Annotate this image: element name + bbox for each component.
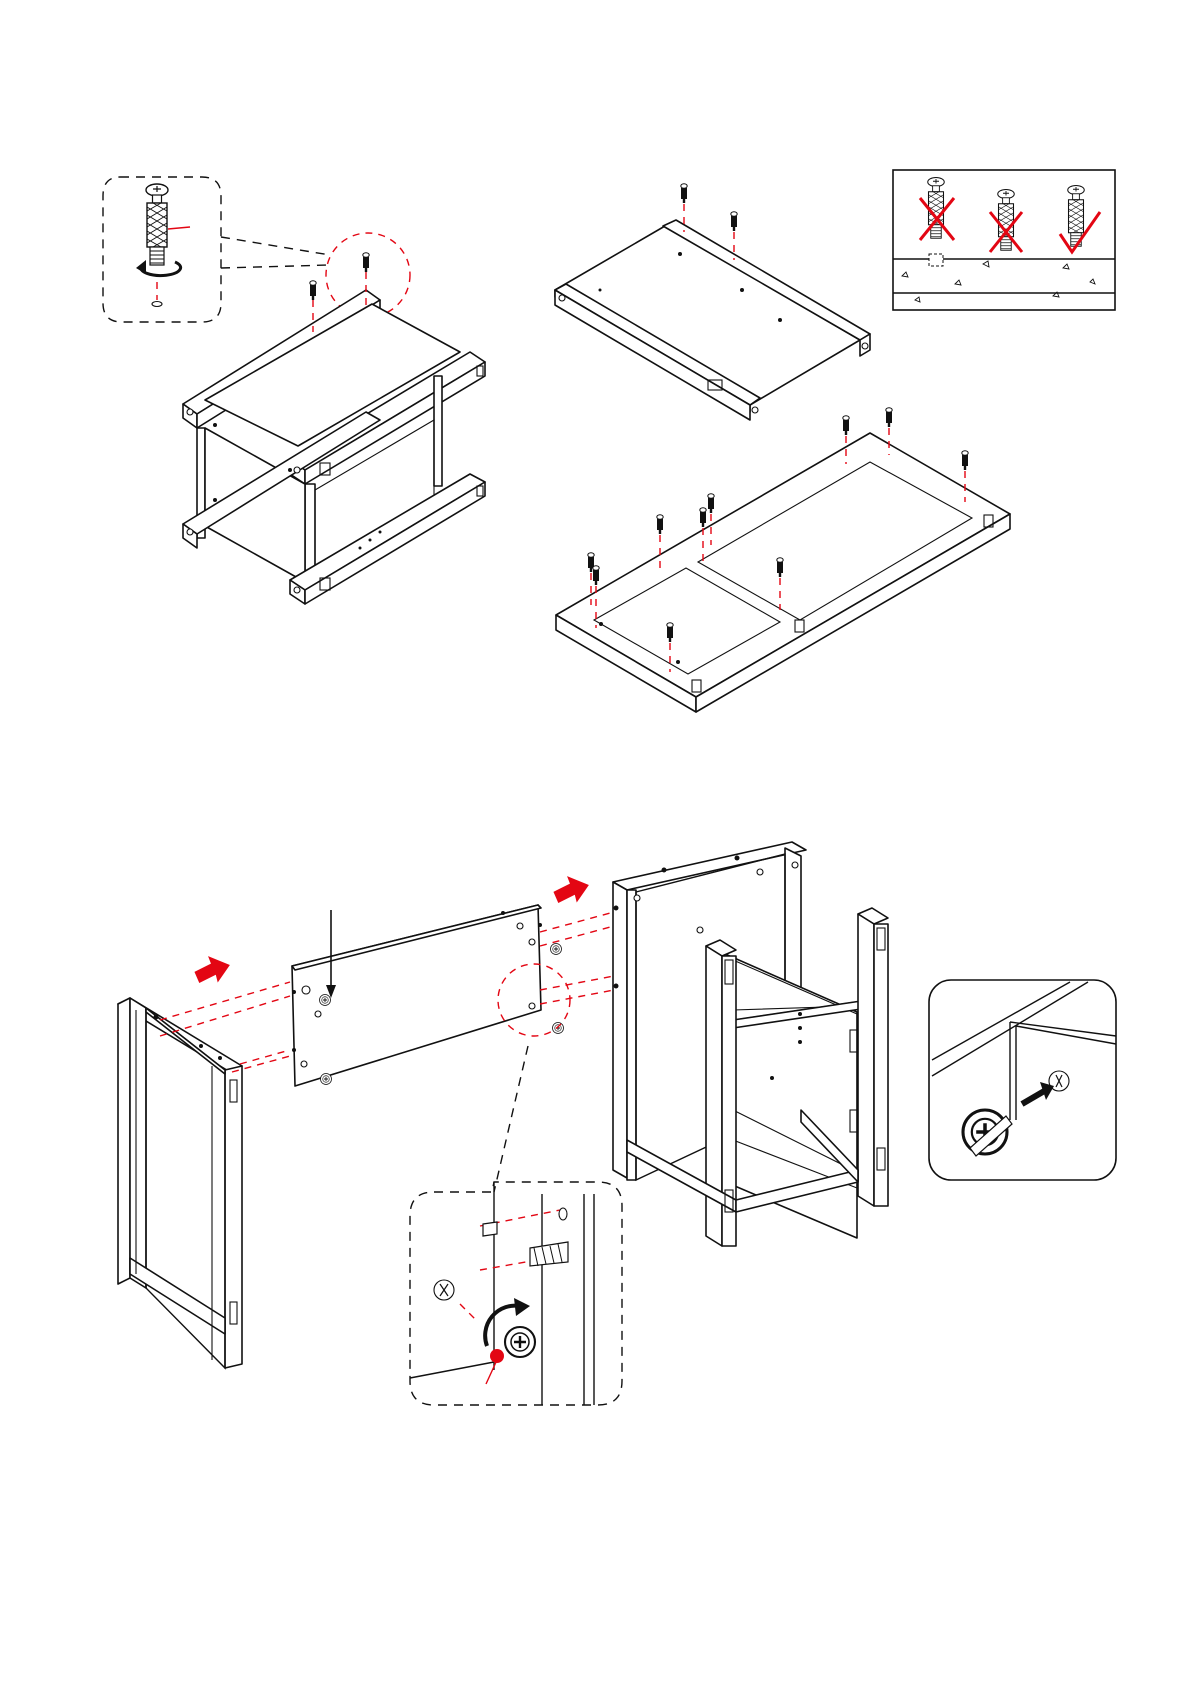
cam-bolt-icon bbox=[593, 566, 599, 585]
cam-lock-icon bbox=[551, 944, 562, 955]
cam-bolt-icon bbox=[886, 408, 892, 427]
long-panel bbox=[556, 408, 1010, 712]
cam-bolt-icon bbox=[843, 416, 849, 435]
cam-lock-icon bbox=[553, 1023, 564, 1034]
cam-bolt-icon bbox=[363, 253, 369, 272]
right-arrow-icon bbox=[551, 871, 593, 907]
side-frame bbox=[118, 998, 242, 1368]
cam-bolt-icon bbox=[700, 508, 706, 527]
bolt-detail-callout bbox=[103, 177, 330, 322]
cam-bolt-icon bbox=[310, 281, 316, 300]
cam-bolt-icon bbox=[962, 451, 968, 470]
right-arrow-icon bbox=[192, 951, 234, 987]
cam-bolt-icon bbox=[681, 184, 687, 203]
cam-bolt-icon bbox=[708, 494, 714, 513]
cam-bolt-icon bbox=[731, 212, 737, 231]
assembly-frame bbox=[183, 233, 485, 604]
cabinet bbox=[613, 842, 888, 1246]
cam-inset bbox=[929, 980, 1116, 1180]
bolt-depth-guide bbox=[893, 170, 1115, 310]
short-panel bbox=[555, 184, 870, 420]
cam-lock-icon bbox=[320, 995, 331, 1006]
cam-bolt-icon bbox=[146, 184, 168, 265]
cam-bolt-icon bbox=[657, 515, 663, 534]
cam-lock-icon bbox=[505, 1327, 535, 1357]
cam-lock-icon bbox=[321, 1074, 332, 1085]
cam-detail-callout bbox=[410, 1182, 622, 1405]
